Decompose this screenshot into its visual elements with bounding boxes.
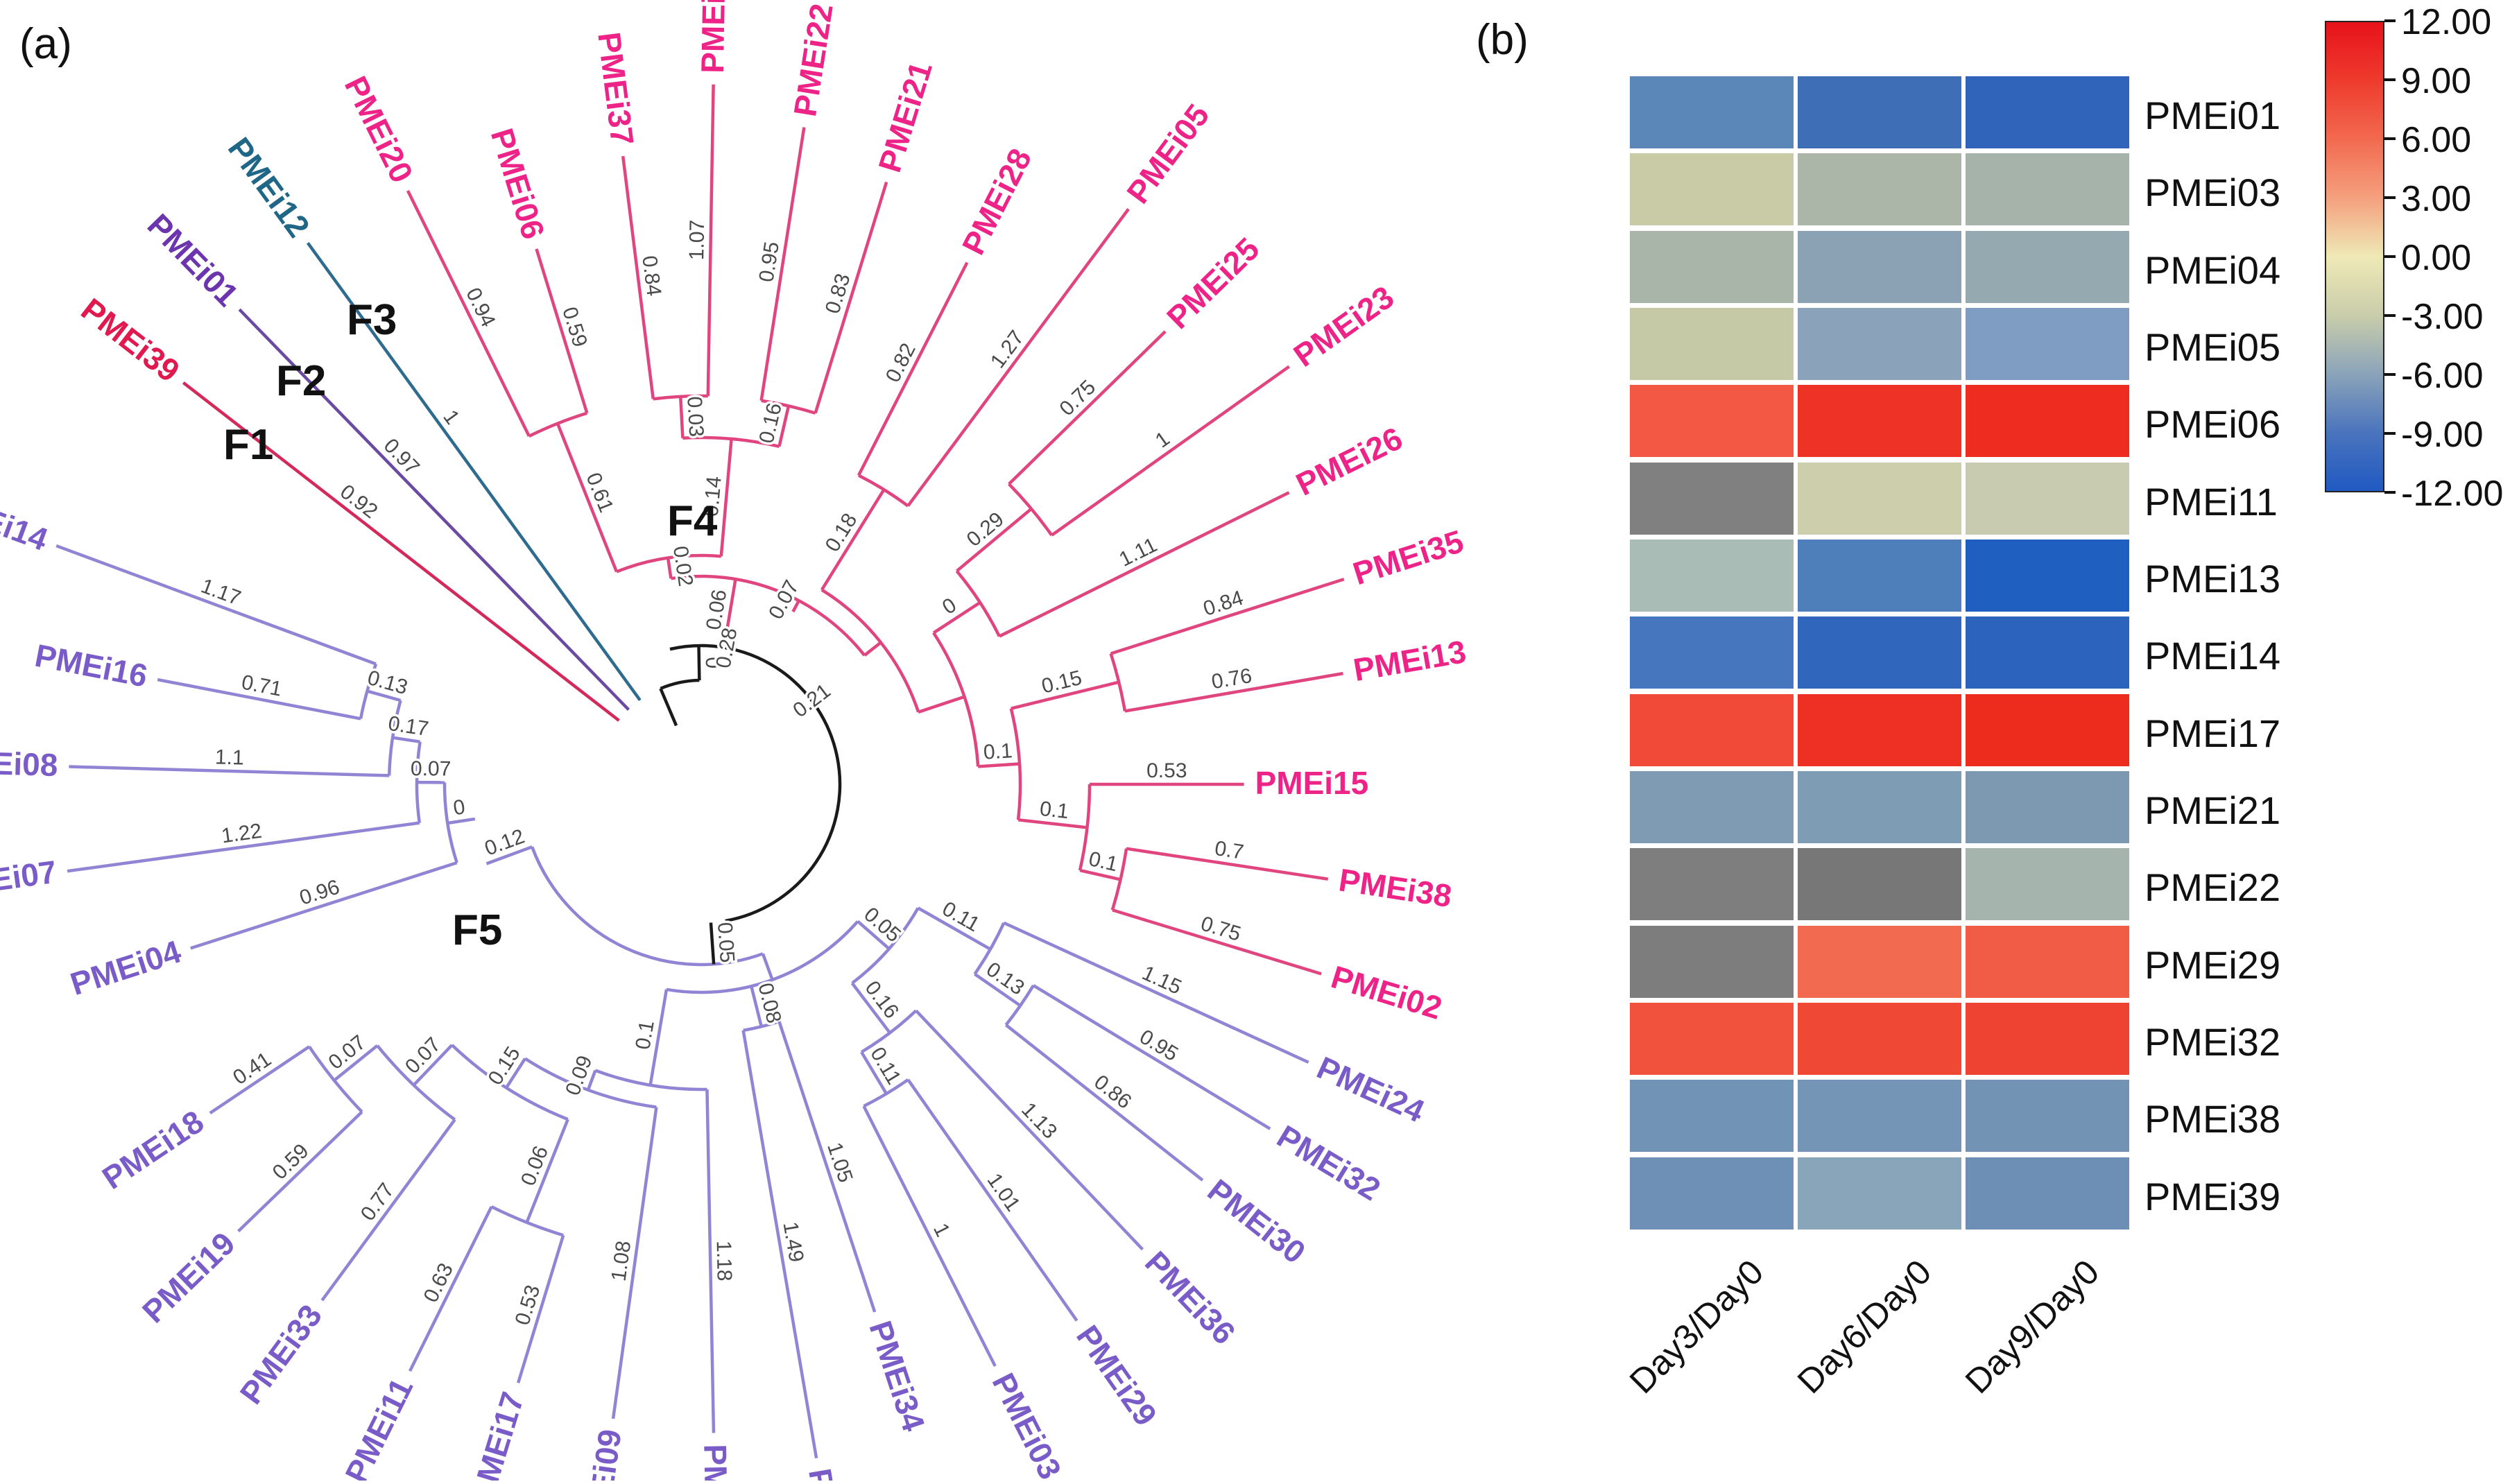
heatmap-cell-PMEi14-Day6/Day0 <box>1798 616 1961 689</box>
colorbar-tick-mark <box>2384 137 2396 140</box>
heatmap-col-label-Day9/Day0: Day9/Day0 <box>1912 1252 2107 1447</box>
heatmap-cell-PMEi13-Day3/Day0 <box>1630 540 1794 612</box>
colorbar-gradient <box>2325 21 2384 492</box>
heatmap-cell-PMEi01-Day6/Day0 <box>1798 76 1961 148</box>
heatmap-row-label-PMEi11: PMEi11 <box>2144 479 2278 524</box>
heatmap-cell-PMEi38-Day3/Day0 <box>1630 1080 1794 1152</box>
heatmap-cell-PMEi17-Day6/Day0 <box>1798 694 1961 766</box>
colorbar-tick-mark <box>2384 78 2396 81</box>
heatmap-col-label-Day3/Day0: Day3/Day0 <box>1576 1252 1771 1447</box>
heatmap-cell-PMEi03-Day6/Day0 <box>1798 153 1961 225</box>
heatmap-row-label-PMEi39: PMEi39 <box>2144 1174 2280 1219</box>
colorbar-tick-mark <box>2384 373 2396 376</box>
heatmap-cell-PMEi03-Day3/Day0 <box>1630 153 1794 225</box>
heatmap-cell-PMEi39-Day9/Day0 <box>1966 1157 2129 1230</box>
colorbar-tick-mark <box>2384 255 2396 258</box>
heatmap-cell-PMEi03-Day9/Day0 <box>1966 153 2129 225</box>
heatmap-cell-PMEi29-Day6/Day0 <box>1798 926 1961 998</box>
heatmap-cell-PMEi38-Day6/Day0 <box>1798 1080 1961 1152</box>
heatmap-row-label-PMEi01: PMEi01 <box>2144 93 2280 138</box>
heatmap-cell-PMEi01-Day9/Day0 <box>1966 76 2129 148</box>
colorbar-tick-label-6.00: 6.00 <box>2401 119 2471 161</box>
heatmap-cell-PMEi05-Day9/Day0 <box>1966 308 2129 380</box>
heatmap-cell-PMEi21-Day6/Day0 <box>1798 771 1961 843</box>
heatmap-row-label-PMEi04: PMEi04 <box>2144 248 2280 293</box>
heatmap-cell-PMEi21-Day9/Day0 <box>1966 771 2129 843</box>
heatmap-cell-PMEi06-Day6/Day0 <box>1798 385 1961 457</box>
colorbar-tick-mark <box>2384 19 2396 22</box>
colorbar-tick-mark <box>2384 432 2396 435</box>
heatmap-cell-PMEi32-Day9/Day0 <box>1966 1003 2129 1075</box>
heatmap-cell-PMEi17-Day9/Day0 <box>1966 694 2129 766</box>
heatmap-cell-PMEi04-Day6/Day0 <box>1798 231 1961 303</box>
heatmap-cell-PMEi05-Day6/Day0 <box>1798 308 1961 380</box>
heatmap-cell-PMEi11-Day9/Day0 <box>1966 463 2129 535</box>
colorbar-tick-label--12.00: -12.00 <box>2401 473 2503 515</box>
heatmap-cell-PMEi29-Day9/Day0 <box>1966 926 2129 998</box>
heatmap-row-label-PMEi21: PMEi21 <box>2144 788 2280 833</box>
heatmap-cell-PMEi32-Day3/Day0 <box>1630 1003 1794 1075</box>
heatmap-row-label-PMEi05: PMEi05 <box>2144 325 2280 370</box>
heatmap-cell-PMEi22-Day6/Day0 <box>1798 848 1961 920</box>
heatmap-cell-PMEi38-Day9/Day0 <box>1966 1080 2129 1152</box>
heatmap-row-label-PMEi38: PMEi38 <box>2144 1096 2280 1141</box>
heatmap-cell-PMEi06-Day3/Day0 <box>1630 385 1794 457</box>
heatmap-cell-PMEi05-Day3/Day0 <box>1630 308 1794 380</box>
heatmap-cell-PMEi13-Day6/Day0 <box>1798 540 1961 612</box>
colorbar-tick-label-3.00: 3.00 <box>2401 178 2471 220</box>
colorbar-tick-label--3.00: -3.00 <box>2401 296 2484 338</box>
heatmap-cell-PMEi01-Day3/Day0 <box>1630 76 1794 148</box>
heatmap-row-label-PMEi17: PMEi17 <box>2144 711 2280 756</box>
heatmap-cell-PMEi21-Day3/Day0 <box>1630 771 1794 843</box>
colorbar-tick-mark <box>2384 196 2396 199</box>
heatmap-cell-PMEi13-Day9/Day0 <box>1966 540 2129 612</box>
heatmap-cell-PMEi22-Day9/Day0 <box>1966 848 2129 920</box>
colorbar-tick-label-9.00: 9.00 <box>2401 60 2471 102</box>
heatmap-row-label-PMEi29: PMEi29 <box>2144 942 2280 987</box>
colorbar-tick-label-0.00: 0.00 <box>2401 237 2471 279</box>
heatmap-cell-PMEi11-Day3/Day0 <box>1630 463 1794 535</box>
heatmap-cell-PMEi29-Day3/Day0 <box>1630 926 1794 998</box>
heatmap-cell-PMEi39-Day6/Day0 <box>1798 1157 1961 1230</box>
colorbar-tick-label--6.00: -6.00 <box>2401 355 2484 397</box>
colorbar-tick-mark <box>2384 491 2396 494</box>
heatmap-cell-PMEi39-Day3/Day0 <box>1630 1157 1794 1230</box>
heatmap-cell-PMEi32-Day6/Day0 <box>1798 1003 1961 1075</box>
heatmap-row-label-PMEi22: PMEi22 <box>2144 865 2280 910</box>
colorbar-tick-mark <box>2384 314 2396 317</box>
colorbar-tick-label--9.00: -9.00 <box>2401 414 2484 456</box>
heatmap-cell-PMEi04-Day3/Day0 <box>1630 231 1794 303</box>
heatmap-cell-PMEi06-Day9/Day0 <box>1966 385 2129 457</box>
heatmap-col-label-Day6/Day0: Day6/Day0 <box>1744 1252 1939 1447</box>
heatmap-row-label-PMEi03: PMEi03 <box>2144 170 2280 215</box>
heatmap-cell-PMEi14-Day9/Day0 <box>1966 616 2129 689</box>
heatmap-row-label-PMEi13: PMEi13 <box>2144 556 2280 601</box>
heatmap-cell-PMEi22-Day3/Day0 <box>1630 848 1794 920</box>
heatmap-cell-PMEi04-Day9/Day0 <box>1966 231 2129 303</box>
heatmap-cell-PMEi11-Day6/Day0 <box>1798 463 1961 535</box>
heatmap-row-label-PMEi06: PMEi06 <box>2144 402 2280 447</box>
heatmap-cell-PMEi17-Day3/Day0 <box>1630 694 1794 766</box>
heatmap-cell-PMEi14-Day3/Day0 <box>1630 616 1794 689</box>
heatmap-row-label-PMEi14: PMEi14 <box>2144 633 2280 678</box>
colorbar-tick-label-12.00: 12.00 <box>2401 1 2491 43</box>
heatmap-row-label-PMEi32: PMEi32 <box>2144 1019 2280 1064</box>
